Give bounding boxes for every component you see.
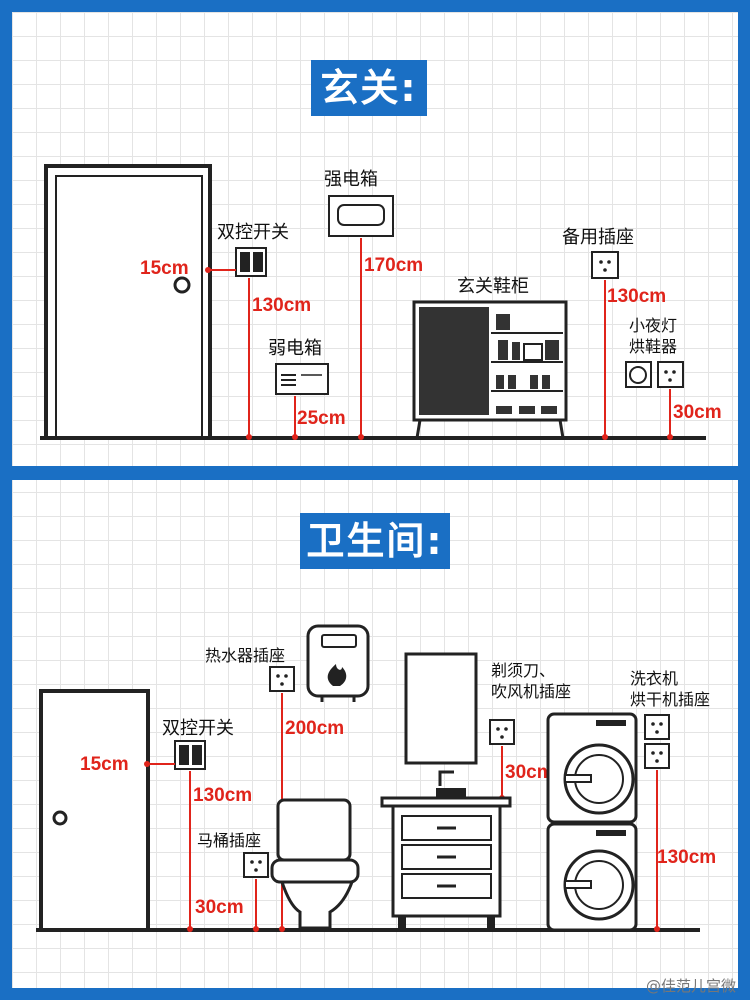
shoe-dryer-socket-icon [657,361,684,388]
bathroom-switch-offset: 15cm [80,754,129,775]
razor-socket-label-2: 吹风机插座 [491,682,571,701]
spare-socket-label: 备用插座 [562,227,634,248]
toilet-socket-label: 马桶插座 [197,831,261,850]
entryway-weak-box-label: 弱电箱 [268,338,322,359]
bathroom-door [39,689,150,932]
razor-socket-height: 30cm [505,762,554,783]
toilet-socket-height: 30cm [195,897,244,918]
strong-box-icon [328,195,394,237]
weak-box-height: 25cm [297,408,346,429]
washing-machine [546,822,638,932]
entryway-double-switch-icon [235,247,267,277]
entryway-title: 玄关: [311,60,427,116]
bathroom-double-switch-label: 双控开关 [162,718,234,739]
bathroom-title: 卫生间: [300,513,450,569]
entryway-strong-box-label: 强电箱 [324,169,378,190]
entryway-switch-offset: 15cm [140,258,189,279]
washer-socket-icon [644,714,670,740]
washer-socket-height: 130cm [657,847,716,868]
night-light-height: 30cm [673,402,722,423]
night-light-label-2: 烘鞋器 [629,337,677,356]
bathroom-switch-height: 130cm [193,785,252,806]
dryer-socket-icon [644,743,670,769]
heater-height: 200cm [285,718,344,739]
bathroom-vanity [380,770,512,930]
heater-socket-icon [269,666,295,692]
entryway-switch-height: 130cm [252,295,311,316]
shoe-cabinet [412,300,568,439]
washer-socket-label-2: 烘干机插座 [630,690,710,709]
dryer-machine [546,712,638,824]
bathroom-double-switch-icon [174,740,206,770]
spare-socket-height: 130cm [607,286,666,307]
watermark: @佳范儿宫微 [645,977,736,995]
heater-socket-label: 热水器插座 [205,646,285,665]
night-light-label-1: 小夜灯 [629,316,677,335]
night-light-icon [625,361,652,388]
entryway-door [44,164,212,440]
washer-socket-label-1: 洗衣机 [630,669,678,688]
water-heater [306,624,370,702]
strong-box-height: 170cm [364,255,423,276]
entryway-double-switch-label: 双控开关 [217,222,289,243]
razor-socket-icon [489,719,515,745]
razor-socket-label-1: 剃须刀、 [491,661,555,680]
shoe-cabinet-label: 玄关鞋柜 [457,276,529,297]
spare-socket-icon [591,251,619,279]
toilet-socket-icon [243,852,269,878]
bathroom-mirror [404,652,478,765]
toilet [270,798,360,930]
section-divider [0,466,750,480]
weak-box-icon [275,363,329,395]
